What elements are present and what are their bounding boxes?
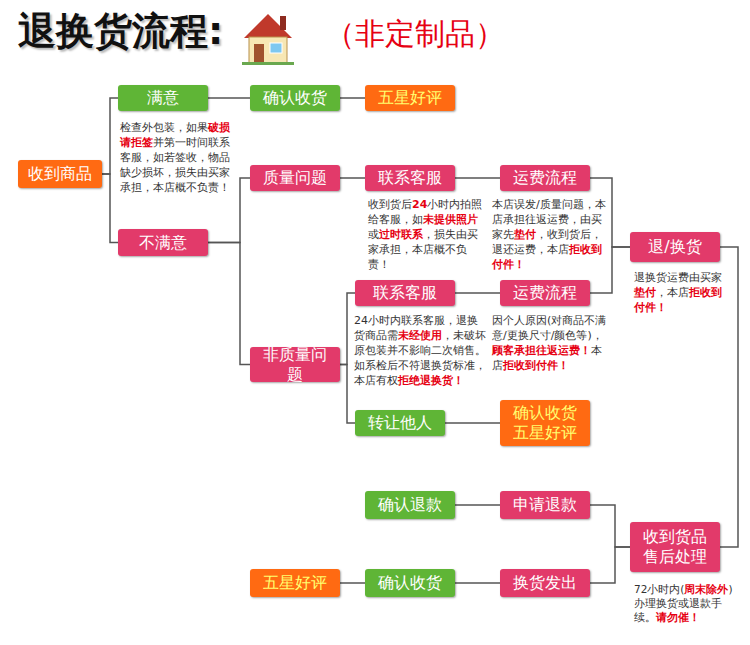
connector xyxy=(102,174,118,243)
process-box: 非质量问题 xyxy=(250,347,340,382)
note-run: 拒收到付件！ xyxy=(503,359,569,372)
process-box: 转让他人 xyxy=(355,410,445,436)
title: 退换货流程: xyxy=(18,6,223,57)
box-text: 申请退款 xyxy=(513,495,577,515)
process-box: 五星好评 xyxy=(365,85,455,111)
note-run: 顾客承担往返运费！ xyxy=(492,344,591,357)
note-run: 过时联系 xyxy=(379,228,423,241)
connector xyxy=(455,582,500,584)
box-text: 换货发出 xyxy=(513,573,577,593)
process-box: 联系客服 xyxy=(365,165,455,191)
box-text: 五星好评 xyxy=(263,573,327,593)
connector xyxy=(720,247,738,547)
connector xyxy=(455,504,500,506)
connector xyxy=(102,98,118,174)
process-box: 五星好评 xyxy=(250,569,340,597)
subtitle: （非定制品） xyxy=(325,14,505,55)
process-box: 不满意 xyxy=(118,229,208,256)
connector xyxy=(455,292,500,294)
note-run: 或 xyxy=(368,228,379,241)
note-text: 收到货后24小时内拍照给客服，如未提供照片或过时联系，损失由买家承担，本店概不负… xyxy=(368,197,488,272)
process-box: 运费流程 xyxy=(500,280,590,306)
note-text: 退换货运费由买家垫付，本店拒收到付件！ xyxy=(634,270,732,315)
process-box: 联系客服 xyxy=(355,280,455,306)
box-text: 运费流程 xyxy=(513,283,577,303)
connector xyxy=(590,547,630,583)
process-box: 退/换货 xyxy=(630,232,720,262)
note-text: 本店误发/质量问题，本店承担往返运费，由买家先垫付，收到货后，退还运费，本店拒收… xyxy=(492,197,606,272)
connector xyxy=(590,505,630,547)
box-text: 收到货品 售后处理 xyxy=(636,527,714,567)
box-text: 运费流程 xyxy=(513,168,577,188)
connector xyxy=(455,177,500,179)
box-text: 确认收货 xyxy=(378,573,442,593)
connector xyxy=(340,582,365,584)
connector xyxy=(340,177,365,179)
note-run: 垫付 xyxy=(514,228,536,241)
note-text: 24小时内联系客服，退换货商品需未经使用，未破坏原包装并不影响二次销售。如系检后… xyxy=(354,313,488,388)
note-run: 拒绝退换货！ xyxy=(398,374,464,387)
process-box: 确认退款 xyxy=(365,491,455,519)
process-box: 确认收货 xyxy=(250,85,340,111)
connector xyxy=(340,97,365,99)
box-text: 不满意 xyxy=(139,233,187,253)
process-box: 申请退款 xyxy=(500,491,590,519)
connector xyxy=(208,243,250,365)
note-run: 因个人原因(对商品不满意/更换尺寸/颜色等)， xyxy=(492,314,606,342)
note-run: 未经使用 xyxy=(398,329,442,342)
process-box: 收到商品 xyxy=(18,160,102,188)
note-run: 收到货后 xyxy=(368,198,412,211)
box-text: 确认收货 xyxy=(263,88,327,108)
note-text: 检查外包装，如果破损请拒签并第一时间联系客服，如若签收，物品缺少损坏，损失由买家… xyxy=(120,120,234,195)
box-text: 联系客服 xyxy=(378,168,442,188)
box-text: 质量问题 xyxy=(263,168,327,188)
note-run: 检查外包装，如果 xyxy=(120,121,208,134)
box-text: 退/换货 xyxy=(648,237,701,257)
connector xyxy=(340,365,355,424)
box-text: 确认收货 五星好评 xyxy=(506,403,584,443)
connector xyxy=(340,293,355,365)
process-box: 质量问题 xyxy=(250,165,340,191)
box-text: 满意 xyxy=(147,88,179,108)
note-run: ，本店 xyxy=(656,286,689,299)
connector xyxy=(208,97,250,99)
note-run: 未提供照片 xyxy=(423,213,478,226)
box-text: 非质量问题 xyxy=(256,345,334,385)
process-box: 运费流程 xyxy=(500,165,590,191)
note-run: 周末除外 xyxy=(684,583,728,595)
note-run: 72小时内( xyxy=(634,583,684,595)
process-box: 确认收货 xyxy=(365,569,455,597)
box-text: 五星好评 xyxy=(378,88,442,108)
note-text: 72小时内(周末除外)办理换货或退款手续。请勿催！ xyxy=(634,582,738,624)
process-box: 换货发出 xyxy=(500,569,590,597)
box-text: 转让他人 xyxy=(368,413,432,433)
process-box: 满意 xyxy=(118,85,208,111)
connector xyxy=(445,422,500,424)
box-text: 联系客服 xyxy=(373,283,437,303)
note-text: 因个人原因(对商品不满意/更换尺寸/颜色等)，顾客承担往返运费！本店拒收到付件！ xyxy=(492,313,608,373)
note-run: 垫付 xyxy=(634,286,656,299)
note-run: 退换货运费由买家 xyxy=(634,271,722,284)
note-run: 24 xyxy=(412,198,427,211)
box-text: 确认退款 xyxy=(378,495,442,515)
box-text: 收到商品 xyxy=(28,164,92,184)
note-run: 请勿催！ xyxy=(656,611,700,623)
process-box: 确认收货 五星好评 xyxy=(500,400,590,446)
house-icon xyxy=(242,14,294,65)
process-box: 收到货品 售后处理 xyxy=(630,522,720,572)
